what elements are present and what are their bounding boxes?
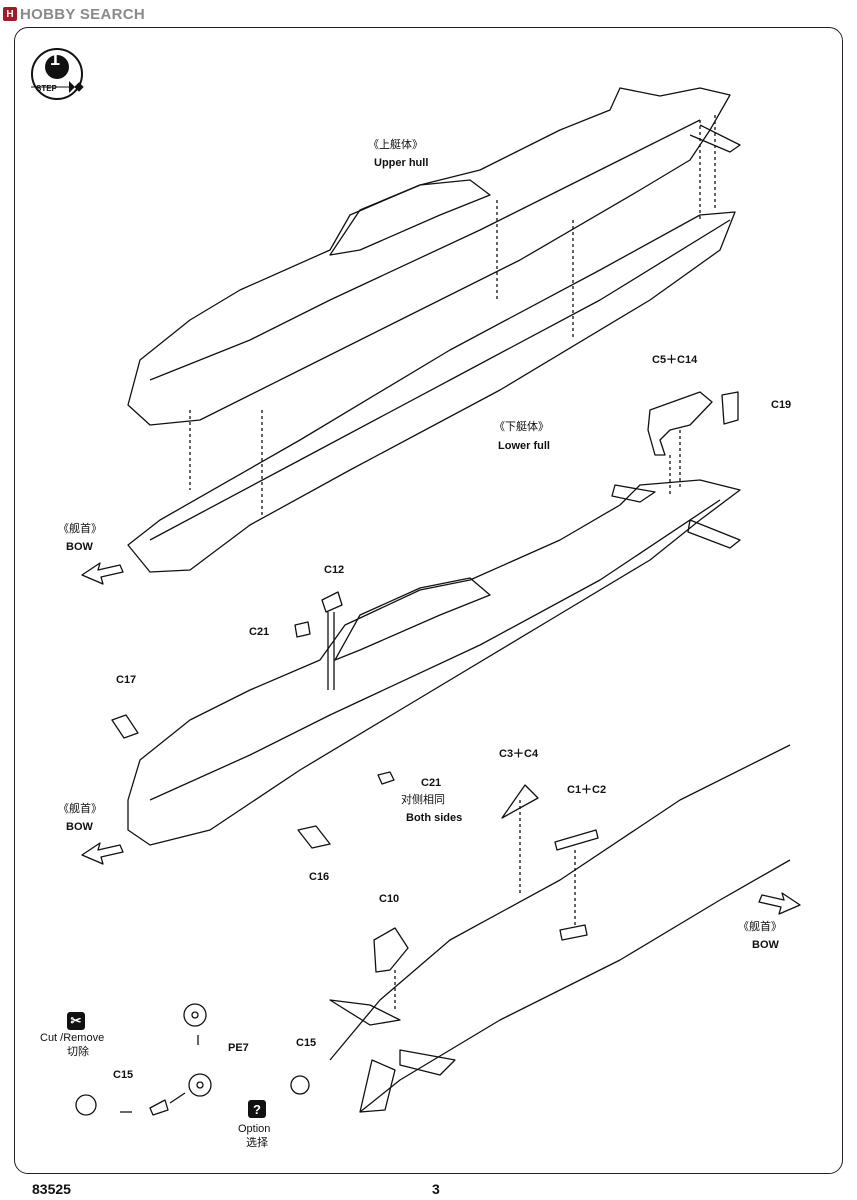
both-sides-label-cn: 对侧相同 <box>401 794 445 806</box>
part-c5-c14 <box>647 391 713 456</box>
part-c1-c2-label: C1＋C2 <box>567 784 607 796</box>
bow-label-en-1: BOW <box>66 541 93 553</box>
part-c17-label: C17 <box>116 674 137 686</box>
upper-hull-label-cn: 《上艇体》 <box>368 139 423 151</box>
part-c21-label: C21 <box>249 626 270 638</box>
part-c12-label: C12 <box>324 564 345 576</box>
assembled-hull <box>127 479 741 846</box>
part-c5-c14-label: C5＋C14 <box>652 354 698 366</box>
cut-remove-label-en: Cut /Remove <box>40 1032 105 1044</box>
bow-label-en-3: BOW <box>752 939 779 951</box>
part-c1-c2 <box>554 829 599 851</box>
part-c10 <box>373 927 409 973</box>
stern-section <box>329 744 791 1113</box>
option-label-en: Option <box>238 1123 271 1135</box>
upper-hull <box>127 87 731 426</box>
lower-hull-label-cn: 《下艇体》 <box>494 421 549 433</box>
part-c21-label-2: C21 <box>421 777 442 789</box>
lower-hull-label-en: Lower full <box>498 440 550 452</box>
bow-label-cn-1: 《舰首》 <box>58 523 102 535</box>
step-word: STEP <box>36 84 57 93</box>
bow-arrow-icon <box>81 562 801 915</box>
watermark-text: HOBBY SEARCH <box>20 5 146 23</box>
product-code: 83525 <box>32 1181 71 1197</box>
bow-label-en-2: BOW <box>66 821 93 833</box>
step-badge: 1 STEP <box>23 47 87 101</box>
part-c3-c4-label: C3＋C4 <box>499 748 539 760</box>
step-number: 1 <box>50 49 61 69</box>
hobby-search-logo: H <box>3 7 17 21</box>
cut-remove-icon: ✂ <box>67 1012 85 1030</box>
part-c16 <box>297 825 331 849</box>
propeller-icon <box>75 1003 310 1116</box>
part-c16-label: C16 <box>309 871 330 883</box>
part-c21-bottom <box>377 771 395 785</box>
part-c12 <box>321 591 343 690</box>
part-c19-label: C19 <box>771 399 792 411</box>
page-number: 3 <box>432 1181 440 1197</box>
part-pe7-label: PE7 <box>228 1042 249 1054</box>
option-icon: ? <box>248 1100 266 1118</box>
part-c10-label: C10 <box>379 893 400 905</box>
part-c15-label-2: C15 <box>113 1069 134 1081</box>
part-c15-label-1: C15 <box>296 1037 317 1049</box>
both-sides-label-en: Both sides <box>406 812 463 824</box>
cut-remove-label-cn: 切除 <box>67 1046 89 1058</box>
part-c21-top <box>294 621 311 638</box>
part-c17 <box>111 714 139 739</box>
lower-hull <box>127 211 736 573</box>
step-arrow-icon <box>31 48 84 100</box>
bow-label-cn-2: 《舰首》 <box>58 803 102 815</box>
upper-hull-label-en: Upper hull <box>374 157 429 169</box>
bow-label-cn-3: 《舰首》 <box>738 921 782 933</box>
watermark: H HOBBY SEARCH <box>3 5 145 23</box>
option-label-cn: 选择 <box>246 1137 268 1149</box>
page-frame <box>14 27 843 1174</box>
